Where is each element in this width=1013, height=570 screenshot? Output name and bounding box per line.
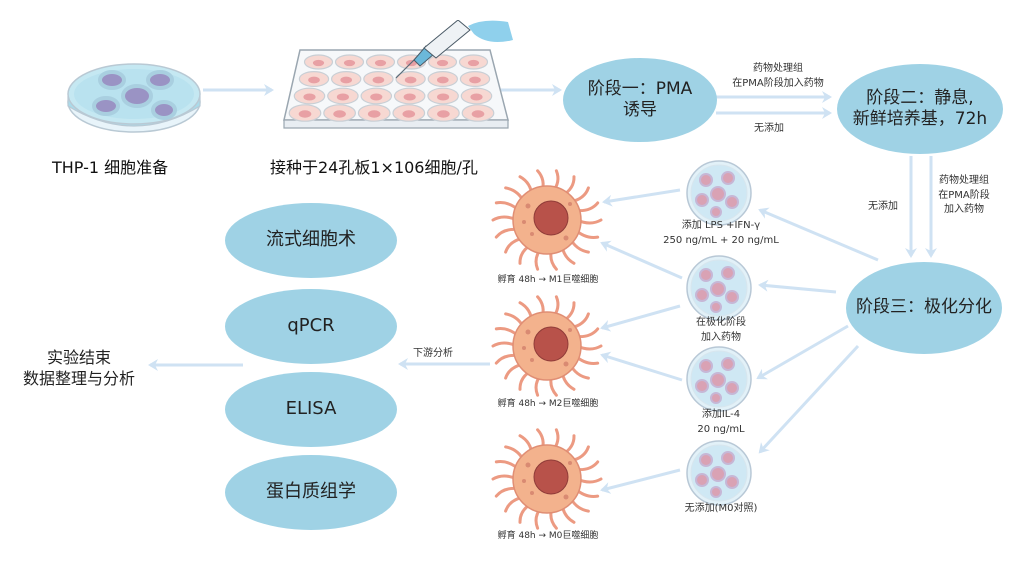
- well-cells: [298, 110, 312, 118]
- edge-s2s3-none-label: 无添加: [868, 201, 898, 212]
- condition-1-caption: 添加 LPS +IFN-γ 250 ng/mL + 20 ng/mL: [662, 219, 780, 248]
- well-cells: [437, 110, 450, 118]
- macrophage-m0-label: 孵育 48h → M0巨噬细胞: [497, 531, 599, 541]
- well-cells: [436, 59, 449, 67]
- edge-s2s3-drug-line1: 药物处理组: [939, 175, 989, 186]
- culture-dish-icon-1: [686, 160, 752, 226]
- analysis-proteomics: 蛋白质组学: [225, 455, 397, 530]
- edge-s1s2-drug-label: 药物处理组 在PMA阶段加入药物: [728, 62, 828, 91]
- syringe-icon: [395, 20, 513, 79]
- macrophage-m1-label: 孵育 48h → M1巨噬细胞: [497, 275, 599, 285]
- arrow-stage3-to-cond1: [758, 207, 879, 262]
- stage3-node: 阶段三：极化分化: [846, 262, 1002, 354]
- analysis-flow-cytometry: 流式细胞术: [225, 203, 397, 278]
- well-cells: [374, 59, 387, 67]
- stage2-node: 阶段二：静息, 新鲜培养基，72h: [837, 64, 1003, 154]
- analysis-elisa: ELISA: [225, 372, 397, 447]
- well-cells: [404, 76, 417, 84]
- stage3-label: 阶段三：极化分化: [856, 297, 992, 318]
- arrow-stage3-to-cond4: [758, 344, 860, 454]
- edge-s1s2-drug-line1: 药物处理组: [753, 63, 803, 74]
- condition-2-line2: 加入药物: [701, 331, 741, 343]
- condition-1-line1: 添加 LPS +IFN-γ: [681, 220, 761, 231]
- well-cells: [470, 93, 483, 101]
- well-cells: [308, 76, 320, 84]
- edge-s1s2-drug-line2: 在PMA阶段加入药物: [732, 77, 824, 89]
- well-cells: [372, 76, 385, 84]
- analysis-4-label: 蛋白质组学: [266, 481, 356, 503]
- macrophage-m2-label: 孵育 48h → M2巨噬细胞: [497, 399, 599, 409]
- condition-2-line1: 在极化阶段: [696, 317, 746, 328]
- macrophage-m2-icon: [491, 295, 603, 397]
- stage1-line2: 诱导: [623, 100, 657, 120]
- well-cells: [367, 110, 381, 118]
- well-cells: [467, 59, 480, 67]
- analysis-qpcr: qPCR: [225, 289, 397, 364]
- macrophage-m1-icon: [491, 169, 603, 271]
- well-cells: [402, 110, 416, 118]
- downstream-label: 下游分析: [413, 348, 453, 359]
- well-cells: [343, 59, 356, 67]
- edge-s2s3-drug-line2: 在PMA阶段: [938, 189, 990, 201]
- well-cells: [336, 93, 349, 101]
- arrow-cond1-to-m1: [602, 188, 681, 207]
- well-cells: [403, 93, 416, 101]
- step2-label: 接种于24孔板1×106细胞/孔: [270, 158, 478, 177]
- well-cells: [471, 110, 485, 118]
- arrow-stage3-to-cond3: [756, 324, 849, 380]
- analysis-1-label: 流式细胞术: [266, 229, 356, 251]
- petri-dish-icon: [67, 63, 201, 133]
- well-cells: [303, 93, 316, 101]
- edge-s2s3-drug-line3: 加入药物: [944, 204, 984, 215]
- condition-2-caption: 在极化阶段 加入药物: [662, 316, 780, 345]
- arrow-cond2-to-m2: [600, 304, 681, 332]
- culture-dish-icon-4: [686, 440, 752, 506]
- well-cells: [340, 76, 353, 84]
- edge-s2s3-drug-label: 药物处理组 在PMA阶段 加入药物: [934, 174, 994, 218]
- condition-3-line1: 添加IL-4: [701, 409, 741, 420]
- culture-dish-icon-2: [686, 255, 752, 321]
- end-node: 实验结束 数据整理与分析: [12, 348, 146, 390]
- well-cells: [370, 93, 383, 101]
- well-cells: [333, 110, 346, 118]
- culture-dish-icon-3: [686, 346, 752, 412]
- condition-3-line2: 20 ng/mL: [697, 423, 745, 435]
- arrow-stage3-to-cond2: [758, 279, 837, 294]
- end-line2: 数据整理与分析: [22, 368, 135, 388]
- step1-label: THP-1 细胞准备: [52, 158, 169, 177]
- stage2-line2: 新鲜培养基，72h: [852, 109, 988, 129]
- condition-3-caption: 添加IL-4 20 ng/mL: [662, 408, 780, 437]
- condition-4-caption: 无添加(M0对照): [662, 502, 780, 517]
- well-plate-icon: [283, 20, 513, 129]
- well-cells: [469, 76, 481, 84]
- macrophage-m0-icon: [491, 428, 603, 530]
- stage1-line1: 阶段一：PMA: [587, 78, 693, 99]
- well-cells: [437, 93, 450, 101]
- condition-4-line1: 无添加(M0对照): [684, 503, 758, 514]
- well-cells: [312, 59, 325, 67]
- arrow-cond2-to-m1: [600, 240, 683, 280]
- condition-1-line2: 250 ng/mL + 20 ng/mL: [663, 234, 779, 246]
- stage1-node: 阶段一：PMA 诱导: [563, 58, 717, 142]
- well-cells: [436, 76, 449, 84]
- end-line1: 实验结束: [46, 348, 111, 367]
- stage2-line1: 阶段二：静息,: [866, 87, 974, 108]
- analysis-3-label: ELISA: [285, 398, 337, 420]
- arrow-cond4-to-m0: [600, 468, 681, 494]
- edge-s1s2-none-label: 无添加: [754, 123, 784, 134]
- analysis-2-label: qPCR: [287, 315, 335, 337]
- arrow-cond3-to-m2: [600, 351, 683, 382]
